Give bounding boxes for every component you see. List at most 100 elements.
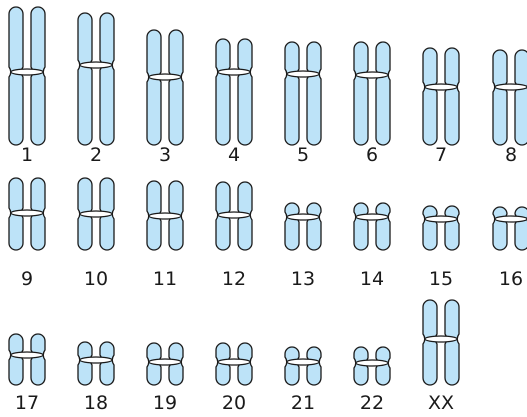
centromere (356, 214, 388, 220)
chromatid-right (169, 30, 183, 145)
chromatid-right (307, 42, 321, 145)
chromatid-left (78, 342, 92, 385)
chromatid-left (423, 206, 437, 250)
centromere (80, 357, 112, 363)
chromatid-left (285, 347, 299, 385)
chromatid-left (9, 334, 23, 385)
centromere (218, 212, 250, 218)
chromosome-pair-2 (78, 13, 114, 145)
chromosome-pair-5 (285, 42, 321, 145)
chromatid-right (31, 334, 45, 385)
pair-label-1: 1 (21, 144, 33, 166)
centromere (287, 71, 319, 77)
centromere (149, 213, 181, 219)
chromosome-pair-1 (9, 7, 45, 145)
chromosome-pair-13 (285, 203, 321, 250)
chromosome-pair-22 (354, 347, 390, 385)
chromosome-pair-9 (9, 178, 45, 250)
centromere (287, 214, 319, 220)
chromatid-left (493, 50, 507, 145)
chromosome-pair-19 (147, 343, 183, 385)
chromatid-left (493, 207, 507, 250)
chromatid-right (445, 206, 459, 250)
pair-label-22: 22 (360, 392, 384, 414)
chromosome-pair-16 (493, 207, 527, 250)
chromatid-left (285, 203, 299, 250)
pair-label-13: 13 (291, 268, 315, 290)
chromatid-left (147, 30, 161, 145)
chromatid-left (285, 42, 299, 145)
chromatid-left (354, 203, 368, 250)
chromatid-right (376, 203, 390, 250)
centromere (149, 74, 181, 80)
chromosome-pair-4 (216, 39, 252, 145)
centromere (425, 84, 457, 90)
pair-label-14: 14 (360, 268, 384, 290)
pair-label-5: 5 (297, 144, 309, 166)
chromatid-left (423, 48, 437, 145)
centromere (495, 84, 527, 90)
chromatid-right (238, 39, 252, 145)
chromatid-right (445, 300, 459, 385)
chromosome-pair-20 (216, 343, 252, 385)
pair-label-8: 8 (505, 144, 517, 166)
chromosome-layer (9, 7, 527, 385)
centromere (425, 216, 457, 222)
chromatid-left (354, 42, 368, 145)
chromosome-pair-14 (354, 203, 390, 250)
chromatid-right (307, 347, 321, 385)
pair-label-21: 21 (291, 392, 315, 414)
chromatid-right (307, 203, 321, 250)
chromosome-pair-21 (285, 347, 321, 385)
pair-label-6: 6 (366, 144, 378, 166)
pair-label-19: 19 (153, 392, 177, 414)
chromatid-right (376, 42, 390, 145)
pair-label-12: 12 (222, 268, 246, 290)
chromosome-pair-15 (423, 206, 459, 250)
centromere (11, 210, 43, 216)
chromatid-left (423, 300, 437, 385)
pair-label-7: 7 (435, 144, 447, 166)
pair-label-2: 2 (90, 144, 102, 166)
chromatid-right (100, 13, 114, 145)
chromatid-left (216, 39, 230, 145)
pair-label-9: 9 (21, 268, 33, 290)
pair-label-10: 10 (84, 268, 108, 290)
centromere (425, 336, 457, 342)
pair-label-4: 4 (228, 144, 240, 166)
chromatid-right (515, 50, 527, 145)
centromere (218, 359, 250, 365)
chromatid-right (445, 48, 459, 145)
centromere (11, 69, 43, 75)
chromatid-right (515, 207, 527, 250)
pair-label-15: 15 (429, 268, 453, 290)
chromosome-pair-6 (354, 42, 390, 145)
chromatid-right (31, 7, 45, 145)
chromosome-pair-xx (423, 300, 459, 385)
chromatid-left (78, 13, 92, 145)
chromosome-pair-8 (493, 50, 527, 145)
centromere (11, 352, 43, 358)
centromere (80, 62, 112, 68)
centromere (149, 359, 181, 365)
centromere (287, 359, 319, 365)
pair-label-18: 18 (84, 392, 108, 414)
chromosome-pair-12 (216, 182, 252, 250)
chromosome-pair-10 (78, 178, 114, 250)
chromatid-right (100, 342, 114, 385)
chromosome-pair-17 (9, 334, 45, 385)
chromosome-pair-3 (147, 30, 183, 145)
pair-label-20: 20 (222, 392, 246, 414)
pair-label-17: 17 (15, 392, 39, 414)
chromosome-pair-11 (147, 181, 183, 250)
centromere (356, 72, 388, 78)
centromere (495, 216, 527, 222)
pair-label-xx: XX (428, 392, 454, 414)
chromosome-pair-18 (78, 342, 114, 385)
chromatid-left (9, 7, 23, 145)
centromere (80, 211, 112, 217)
centromere (356, 360, 388, 366)
chromosome-pair-7 (423, 48, 459, 145)
pair-label-11: 11 (153, 268, 177, 290)
